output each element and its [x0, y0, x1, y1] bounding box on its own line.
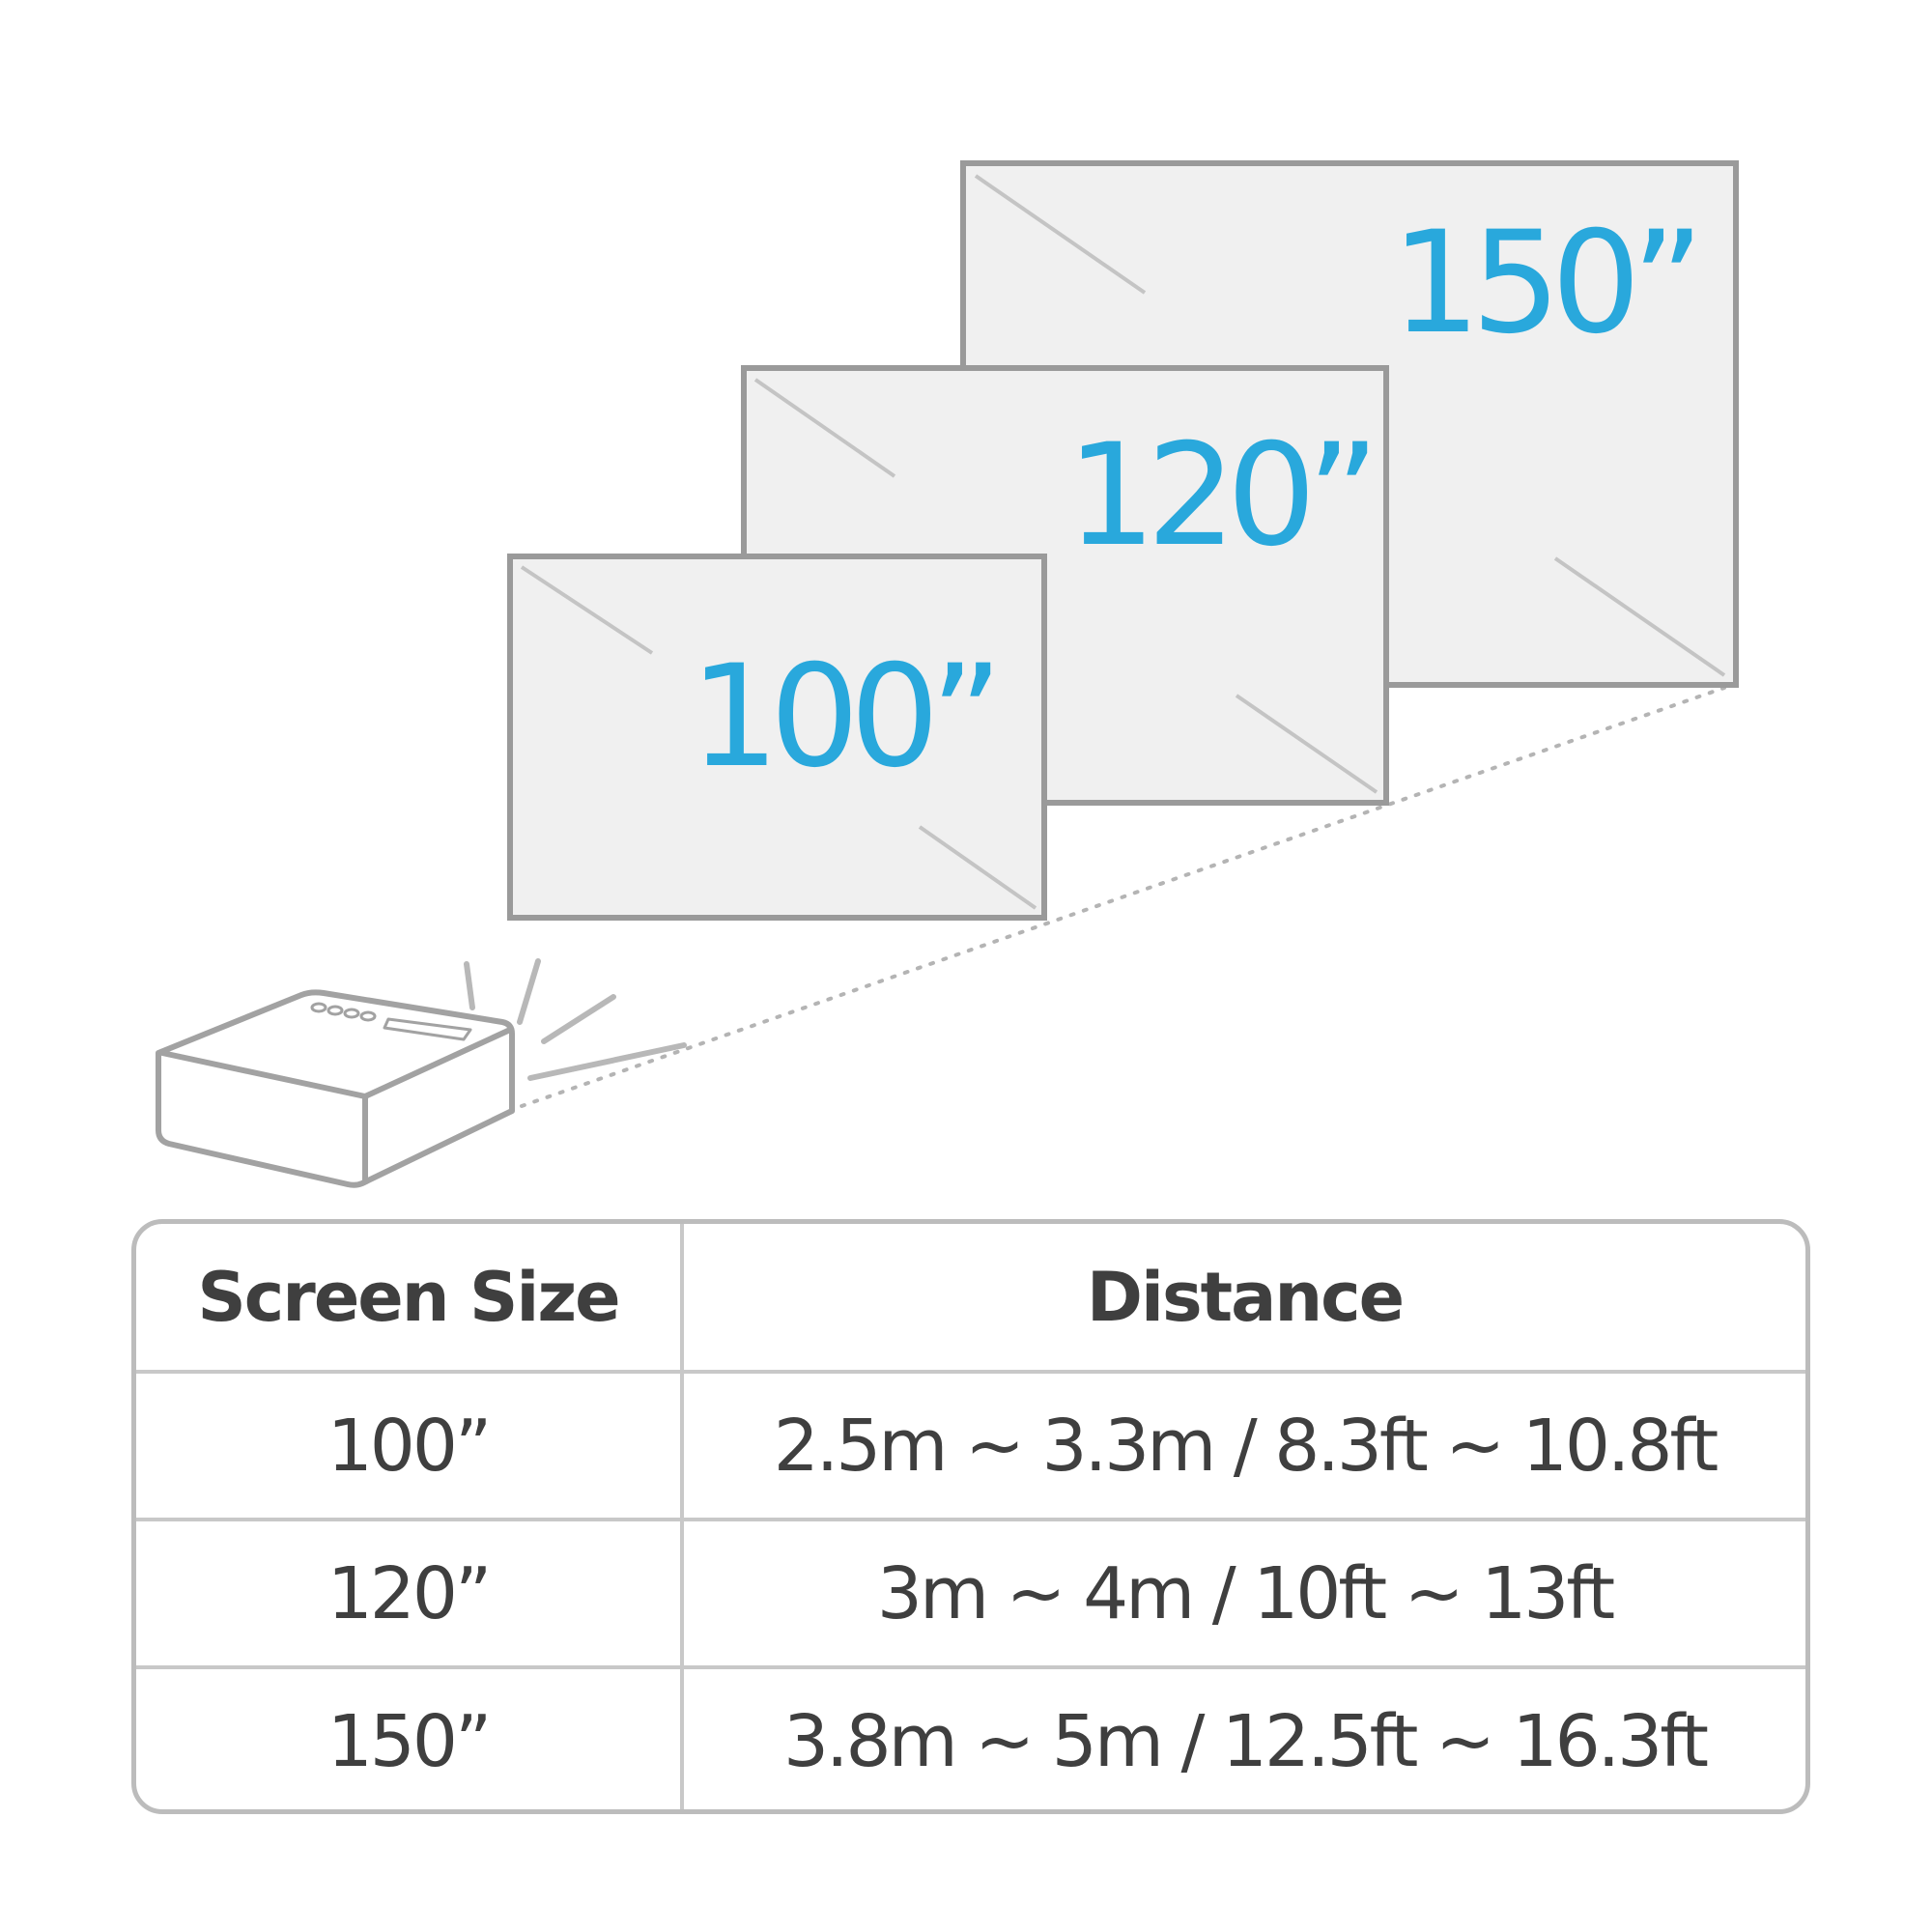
screen-label-150: 150” [1391, 201, 1694, 365]
table-row: 120” 3m ~ 4m / 10ft ~ 13ft [136, 1518, 1805, 1665]
table-row: 150” 3.8m ~ 5m / 12.5ft ~ 16.3ft [136, 1665, 1805, 1809]
projection-diagram: 150” 120” 100” [156, 160, 1739, 1188]
header-screen-size: Screen Size [136, 1224, 684, 1370]
screen-label-100: 100” [690, 635, 993, 799]
cell-distance: 2.5m ~ 3.3m / 8.3ft ~ 10.8ft [773, 1404, 1719, 1488]
screen-100: 100” [507, 554, 1047, 921]
screen-label-120: 120” [1066, 413, 1370, 578]
cell-screen-size: 150” [136, 1669, 684, 1809]
light-ray-icon [464, 958, 687, 1081]
projection-beam-line [520, 686, 1726, 1108]
cell-distance: 3m ~ 4m / 10ft ~ 13ft [876, 1551, 1615, 1635]
projector-icon [156, 989, 515, 1188]
table-row: 100” 2.5m ~ 3.3m / 8.3ft ~ 10.8ft [136, 1370, 1805, 1518]
throw-distance-table: Screen Size Distance 100” 2.5m ~ 3.3m / … [131, 1219, 1810, 1814]
header-distance: Distance [1086, 1257, 1405, 1337]
cell-screen-size: 100” [136, 1374, 684, 1518]
cell-screen-size: 120” [136, 1521, 684, 1665]
cell-distance: 3.8m ~ 5m / 12.5ft ~ 16.3ft [782, 1699, 1709, 1783]
table-header-row: Screen Size Distance [136, 1224, 1805, 1370]
